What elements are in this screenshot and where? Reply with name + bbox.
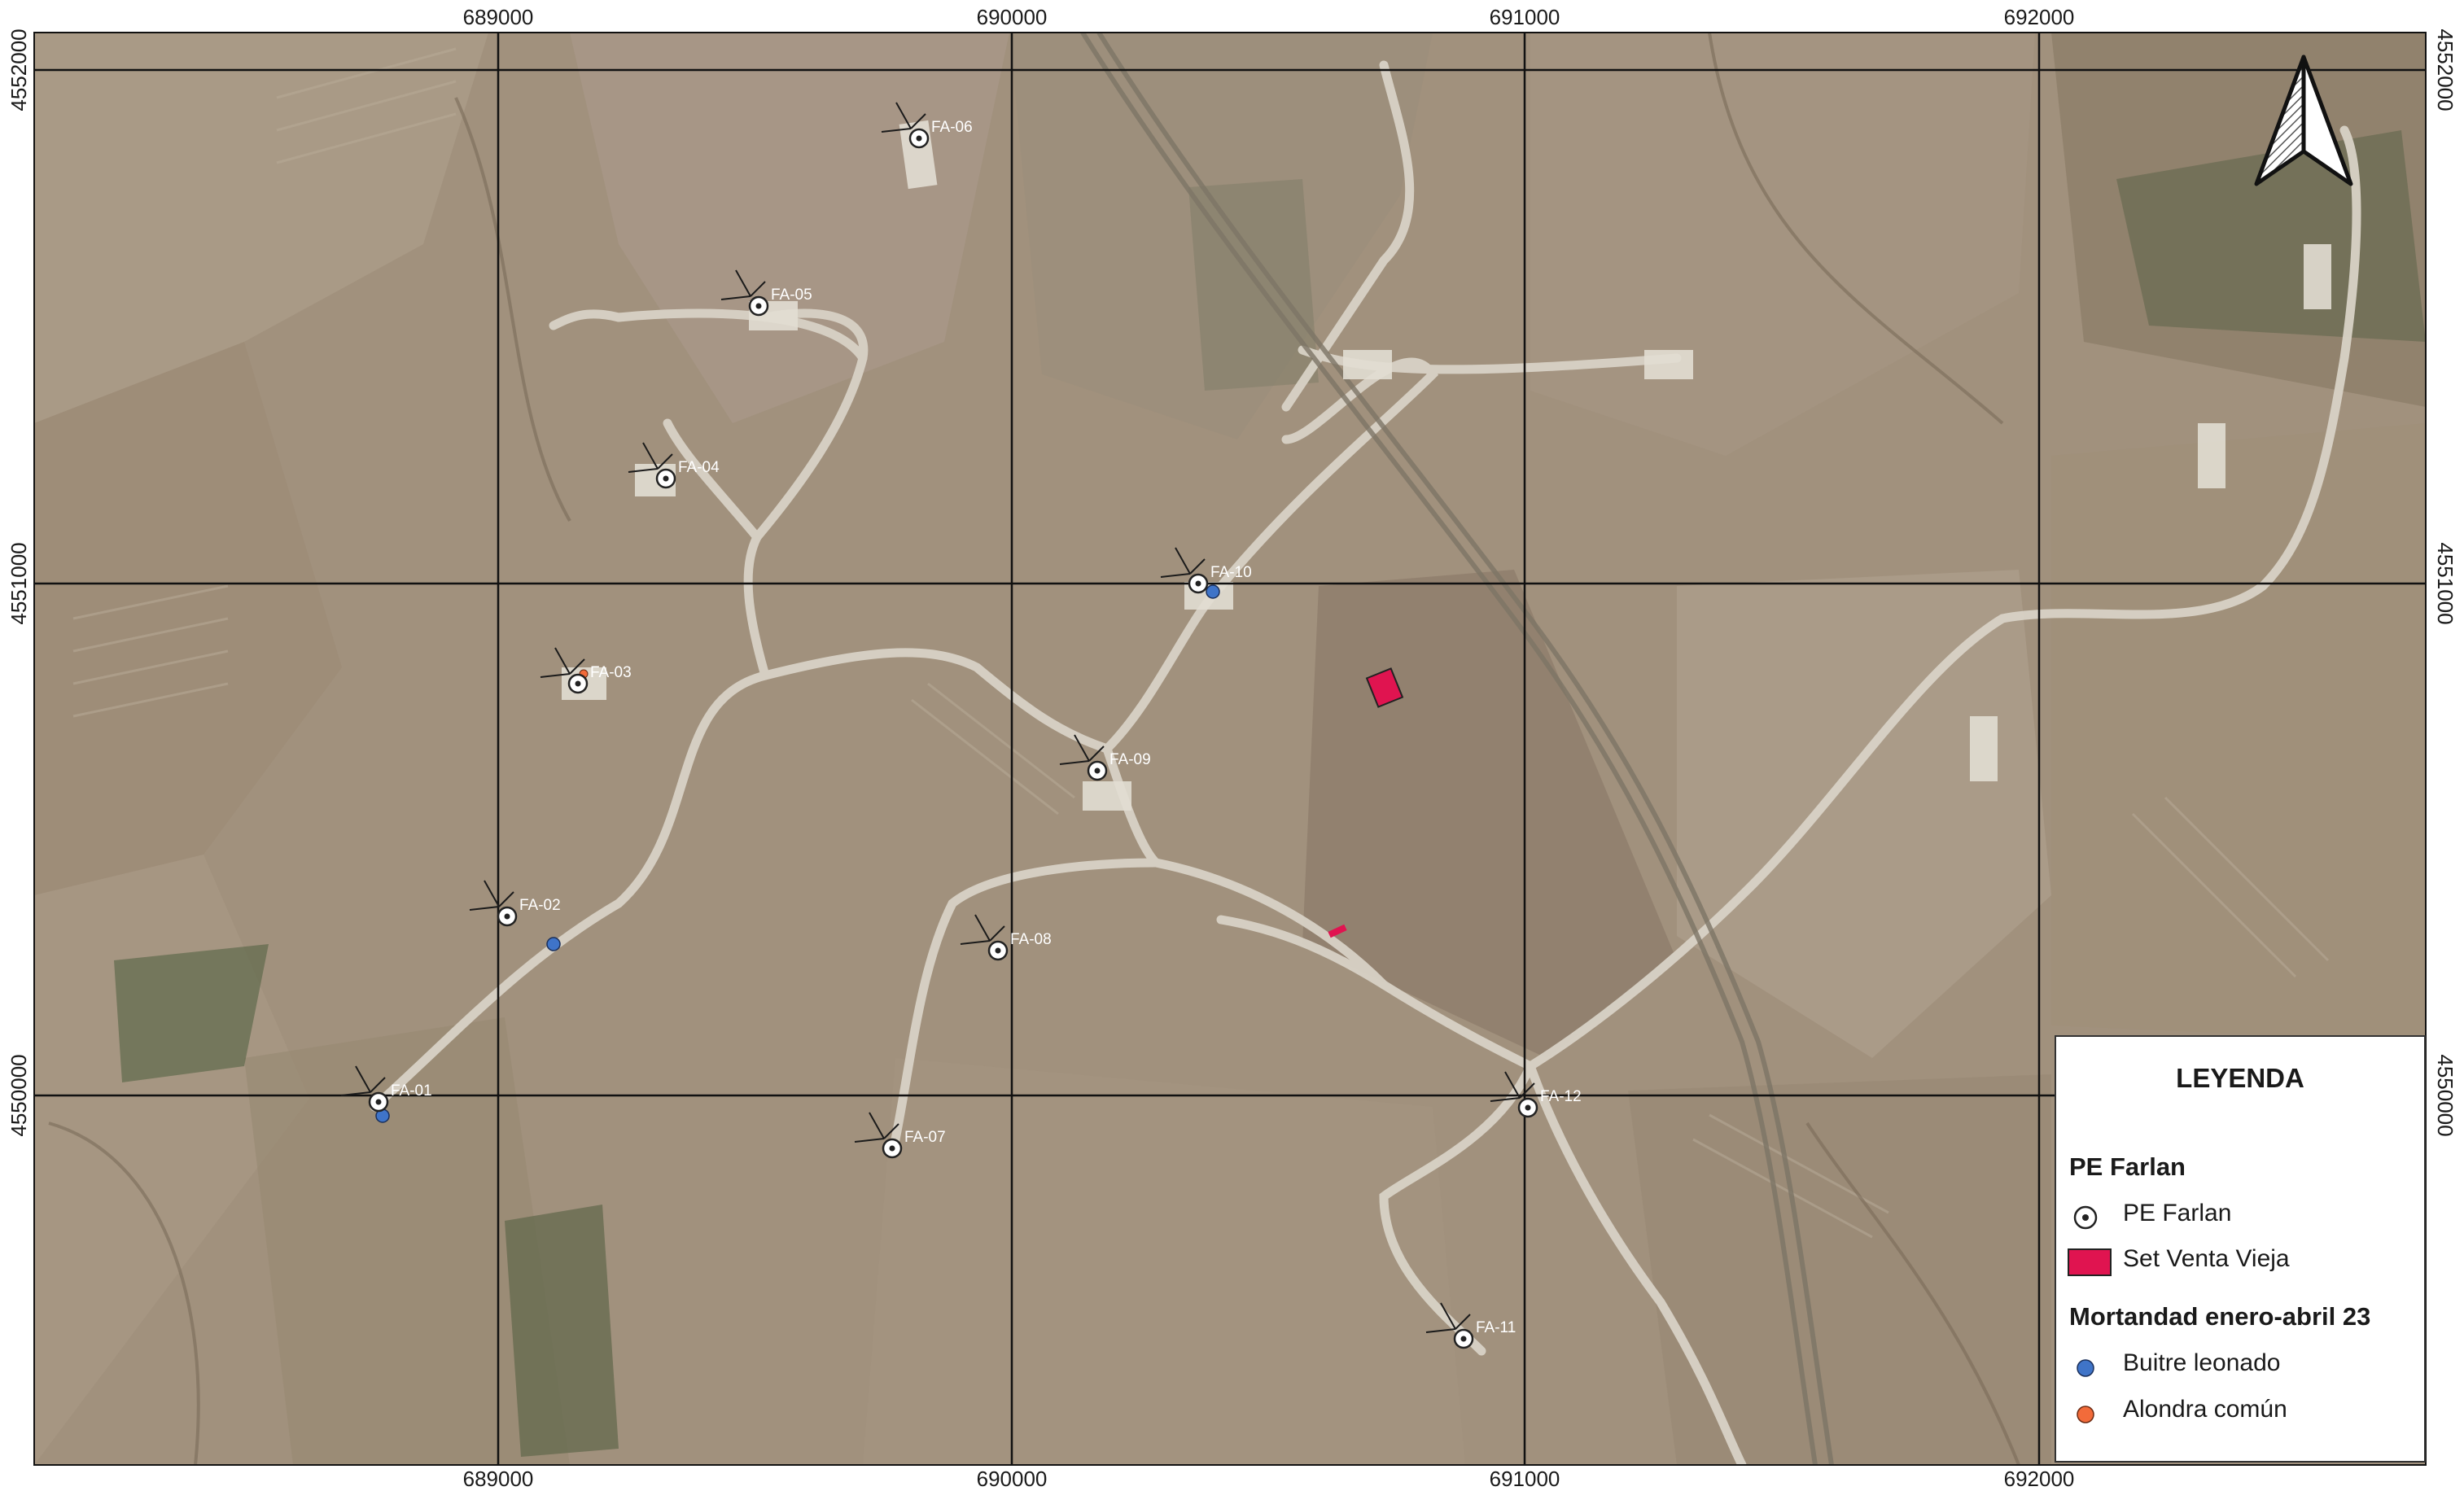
vulture-point[interactable] (546, 937, 561, 951)
grid-label-right-y: 4551000 (2433, 542, 2457, 624)
turbine-label: FA-05 (771, 286, 812, 304)
turbine-blades-icon (469, 880, 514, 911)
turbine-center-dot (504, 913, 510, 920)
turbine-blades-icon (1059, 734, 1105, 765)
turbine-center-dot (1195, 580, 1201, 587)
legend: LEYENDA PE Farlan PE Farlan Set Venta Vi… (2055, 1035, 2426, 1463)
turbine-center-dot (889, 1145, 895, 1152)
turbine-label: FA-10 (1210, 564, 1252, 581)
turbine-label: FA-08 (1010, 931, 1052, 948)
grid-label-bottom-x: 691000 (1490, 1467, 1560, 1491)
mortality-points (375, 584, 1220, 1123)
turbine-label: FA-12 (1540, 1088, 1582, 1105)
grid-label-right-y: 4552000 (2433, 28, 2457, 111)
turbine-blades-icon (960, 914, 1005, 945)
turbine-blades-icon (881, 102, 926, 133)
substation-marker[interactable] (1365, 667, 1404, 708)
turbine-blades-icon (340, 1065, 386, 1096)
grid-label-top-x: 690000 (977, 5, 1048, 29)
turbine-marker[interactable]: FA-05 (720, 269, 812, 317)
grid-label-bottom-x: 690000 (977, 1467, 1048, 1491)
turbine-center-dot (663, 475, 669, 482)
coordinate-grid (33, 32, 2427, 1466)
turbine-label: FA-01 (391, 1082, 432, 1100)
substation-legend-icon (2068, 1248, 2112, 1276)
lark-legend-icon (2077, 1406, 2094, 1423)
turbine-blades-icon (1425, 1302, 1471, 1333)
legend-item-vulture: Buitre leonado (2123, 1349, 2281, 1376)
turbine-blades-icon (854, 1112, 899, 1143)
turbine-marker[interactable]: FA-07 (854, 1112, 946, 1159)
turbine-blades-icon (1490, 1071, 1535, 1102)
turbine-center-dot (1460, 1336, 1467, 1342)
grid-label-left-y: 4552000 (7, 28, 31, 111)
turbine-blades-icon (628, 442, 673, 473)
north-arrow-icon (2254, 55, 2353, 186)
turbine-marker[interactable]: FA-06 (881, 102, 973, 149)
vulture-point[interactable] (1206, 584, 1220, 599)
vulture-legend-icon (2077, 1359, 2094, 1377)
turbine-center-dot (575, 680, 581, 687)
turbine-marker[interactable]: FA-03 (540, 647, 632, 694)
turbine-label: FA-02 (519, 897, 561, 914)
turbine-legend-icon (2073, 1205, 2098, 1230)
turbine-label: FA-04 (678, 459, 720, 476)
turbine-marker[interactable]: FA-08 (960, 914, 1052, 961)
legend-item-lark: Alondra común (2123, 1396, 2287, 1423)
turbine-center-dot (755, 303, 762, 309)
turbine-center-dot (1525, 1104, 1531, 1111)
turbine-label: FA-07 (904, 1129, 946, 1146)
grid-label-top-x: 692000 (2004, 5, 2075, 29)
turbine-marker[interactable]: FA-09 (1059, 734, 1151, 781)
turbine-label: FA-06 (931, 119, 973, 136)
turbine-center-dot (375, 1099, 382, 1105)
legend-item-substation: Set Venta Vieja (2123, 1245, 2290, 1272)
grid-label-right-y: 4550000 (2433, 1054, 2457, 1136)
turbine-blades-icon (1160, 547, 1206, 578)
grid-label-left-y: 4551000 (7, 542, 31, 624)
turbine-center-dot (1094, 767, 1101, 774)
turbine-marker[interactable]: FA-04 (628, 442, 720, 489)
turbine-center-dot (916, 135, 922, 142)
turbine-label: FA-09 (1109, 751, 1151, 768)
turbine-label: FA-03 (590, 664, 632, 681)
grid-label-left-y: 4550000 (7, 1054, 31, 1136)
turbine-marker[interactable]: FA-02 (469, 880, 561, 927)
substation-small-marker (1328, 924, 1347, 938)
turbine-marker[interactable]: FA-10 (1160, 547, 1252, 594)
legend-group-mortality: Mortandad enero-abril 23 (2069, 1302, 2371, 1331)
legend-title: LEYENDA (2176, 1063, 2304, 1093)
turbine-marker[interactable]: FA-01 (340, 1065, 432, 1113)
turbine-marker[interactable]: FA-12 (1490, 1071, 1582, 1118)
grid-labels: 689000 690000 691000 692000 689000 69000… (7, 5, 2457, 1491)
turbine-label: FA-11 (1476, 1319, 1516, 1336)
turbine-marker[interactable]: FA-11 (1425, 1302, 1516, 1349)
grid-label-top-x: 689000 (463, 5, 534, 29)
legend-group-pe-farlan: PE Farlan (2069, 1152, 2186, 1181)
grid-label-bottom-x: 689000 (463, 1467, 534, 1491)
turbine-blades-icon (540, 647, 585, 678)
turbine-center-dot (995, 947, 1001, 954)
grid-label-top-x: 691000 (1490, 5, 1560, 29)
legend-item-turbine: PE Farlan (2123, 1200, 2232, 1226)
grid-label-bottom-x: 692000 (2004, 1467, 2075, 1491)
turbine-blades-icon (720, 269, 766, 300)
